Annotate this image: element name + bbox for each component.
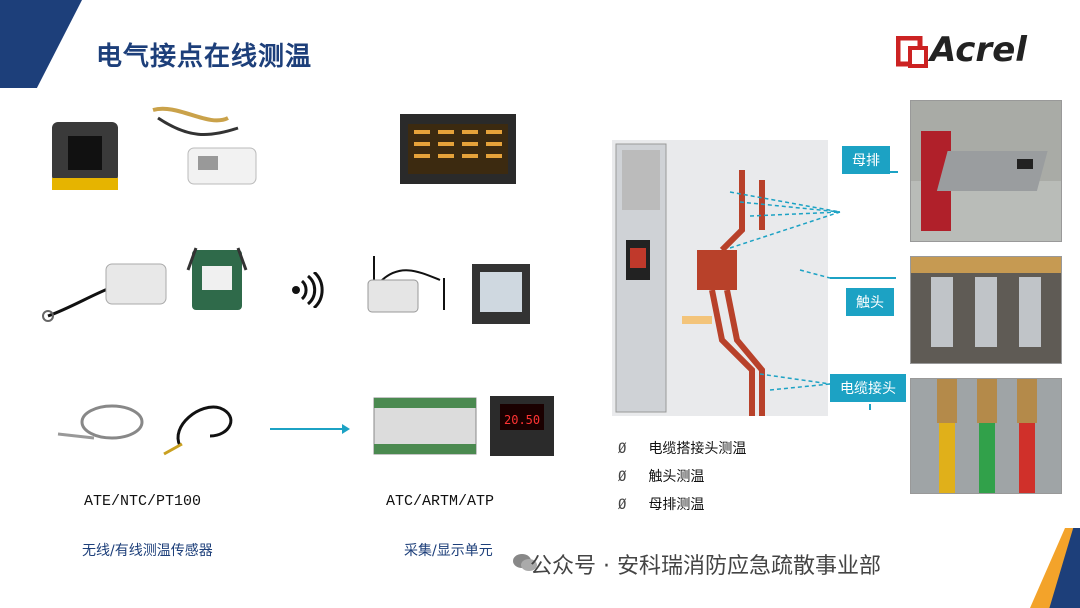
collector-caption: 采集/显示单元 [404,543,493,559]
ntc-probe-image [57,404,144,440]
sensor-caption: 无线/有线测温传感器 [82,543,213,559]
contact-photo [910,256,1062,364]
bullet-text: 触头测温 [648,469,705,485]
temperature-display-meter-image [472,264,530,324]
corner-decoration-navy [0,0,82,88]
sensor-model-label: ATE/NTC/PT100 [84,493,202,510]
flow-arrow [270,424,350,434]
collector-model-label: ATC/ARTM/ATP [386,493,495,510]
bullet-mark: Ø [618,497,627,513]
bullet-item: Ø 母排测温 [618,494,704,514]
bullet-mark: Ø [618,441,627,457]
svg-text:20.50: 20.50 [504,413,540,427]
ct-sensor-image [52,122,118,190]
page-title: 电气接点在线测温 [96,42,313,72]
bullet-text: 电缆搭接头测温 [648,441,747,457]
clamp-sensor-image [186,247,248,310]
footer-account-name: 公众号 · 安科瑞消防应急疏散事业部 [530,554,881,579]
busbar-callout: 母排 [842,146,890,174]
wechat-icon [513,554,537,571]
cable-joint-callout: 电缆接头 [830,374,906,402]
pt100-probe-image [163,405,233,456]
switchgear-diagram [612,140,828,416]
cable-joint-photo [910,378,1062,494]
wireless-transceiver-image [367,256,445,313]
collector-module-image [373,397,477,455]
contact-callout: 触头 [846,288,894,316]
bullet-item: Ø 电缆搭接头测温 [618,438,746,458]
cable-sensor-module-image [152,106,257,185]
display-panel-image [400,114,516,184]
wireless-signal-icon [292,272,324,308]
acrel-logo-mark [896,36,928,68]
panel-meter-image: 20.50 [490,396,554,456]
wireless-sensor-image [42,263,167,322]
bullet-item: Ø 触头测温 [618,466,704,486]
bullet-mark: Ø [618,469,627,485]
logo-text: Acrel [930,30,1027,70]
busbar-photo [910,100,1062,242]
bullet-text: 母排测温 [648,497,705,513]
measurement-leader-lines [729,171,898,410]
